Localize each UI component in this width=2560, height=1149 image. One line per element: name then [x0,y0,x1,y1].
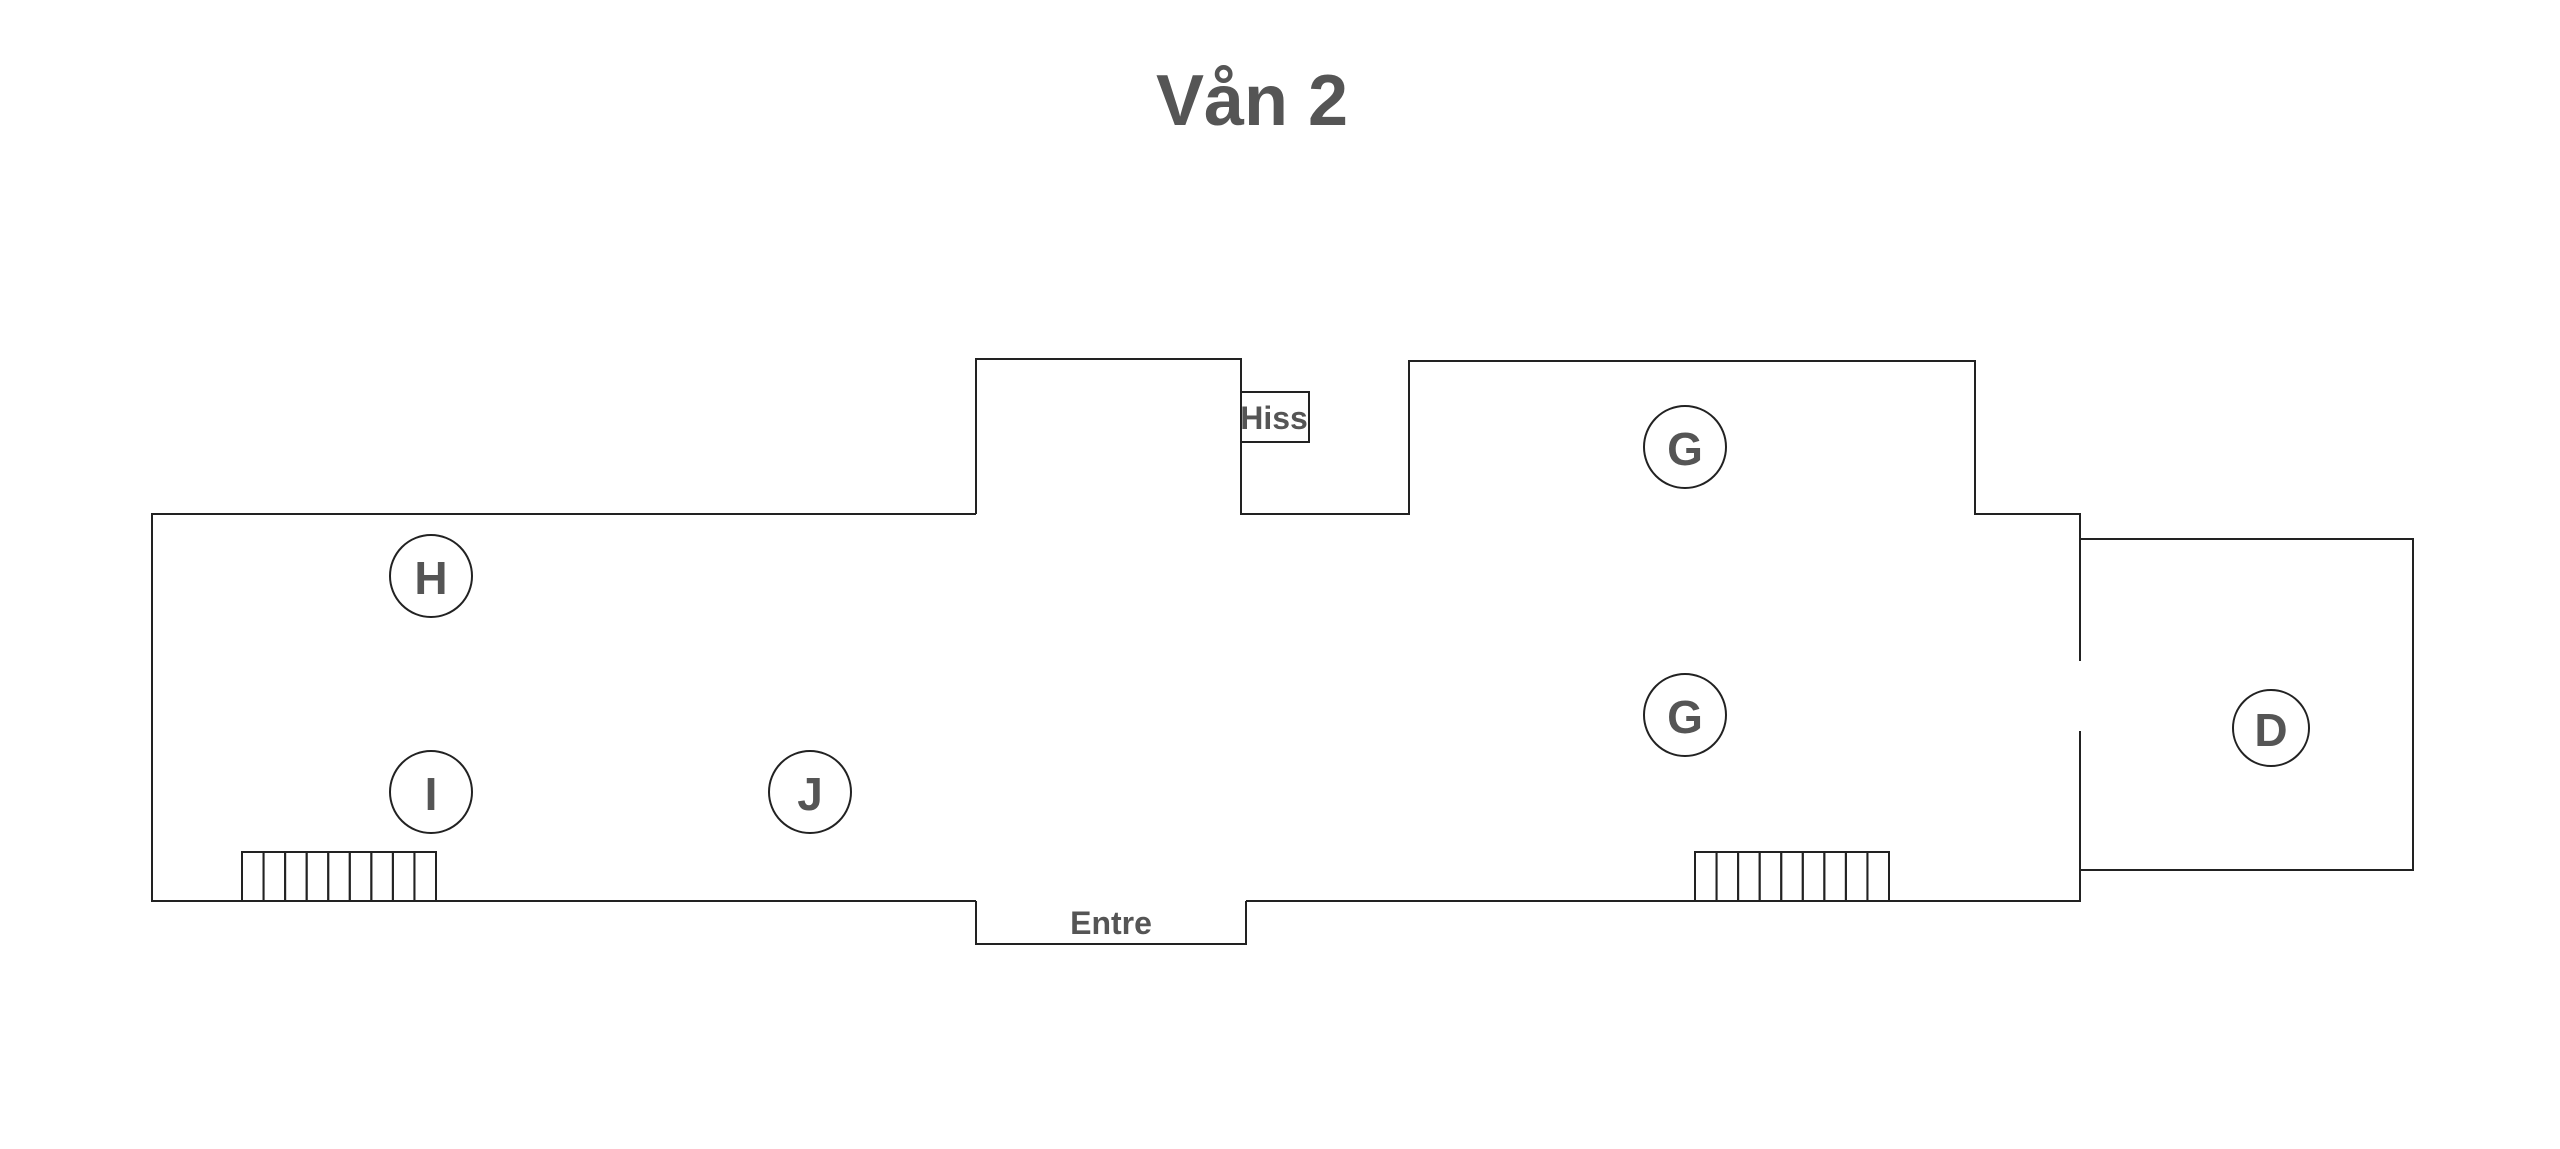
svg-text:G: G [1667,691,1703,743]
stair-step [1737,851,1761,902]
stair-step [1715,851,1740,902]
stair-step [1823,851,1847,902]
stair-step [370,851,394,902]
svg-text:I: I [425,768,438,820]
room-marker-g-upper[interactable]: G [1643,405,1727,489]
elevator-label: Hiss [1240,400,1308,436]
svg-text:D: D [2254,704,2287,756]
stairs-right [1694,851,1891,902]
svg-text:G: G [1667,423,1703,475]
svg-text:J: J [797,768,823,820]
main-hall-walls [151,358,2081,945]
room-marker-g-lower[interactable]: G [1643,673,1727,757]
room-marker-i[interactable]: I [389,750,473,834]
room-d-walls [2080,538,2414,871]
stairs-left [241,851,438,902]
stair-step [327,851,351,902]
stair-step [305,851,330,902]
floor-title: Vån 2 [1156,61,1348,141]
room-marker-h[interactable]: H [389,534,473,618]
stair-step [1694,851,1718,902]
stair-step [1844,851,1869,902]
svg-text:H: H [414,552,447,604]
entrance-label: Entre [1070,905,1152,941]
stair-step [1780,851,1804,902]
stair-step [262,851,287,902]
stair-step [241,851,265,902]
stair-step [348,851,373,902]
stair-step [1801,851,1826,902]
room-marker-d[interactable]: D [2232,689,2310,767]
room-marker-j[interactable]: J [768,750,852,834]
stair-step [391,851,416,902]
stair-step [1758,851,1783,902]
stair-step [413,851,438,902]
stair-step [284,851,308,902]
elevator-box [1240,391,1310,443]
stair-step [1866,851,1891,902]
